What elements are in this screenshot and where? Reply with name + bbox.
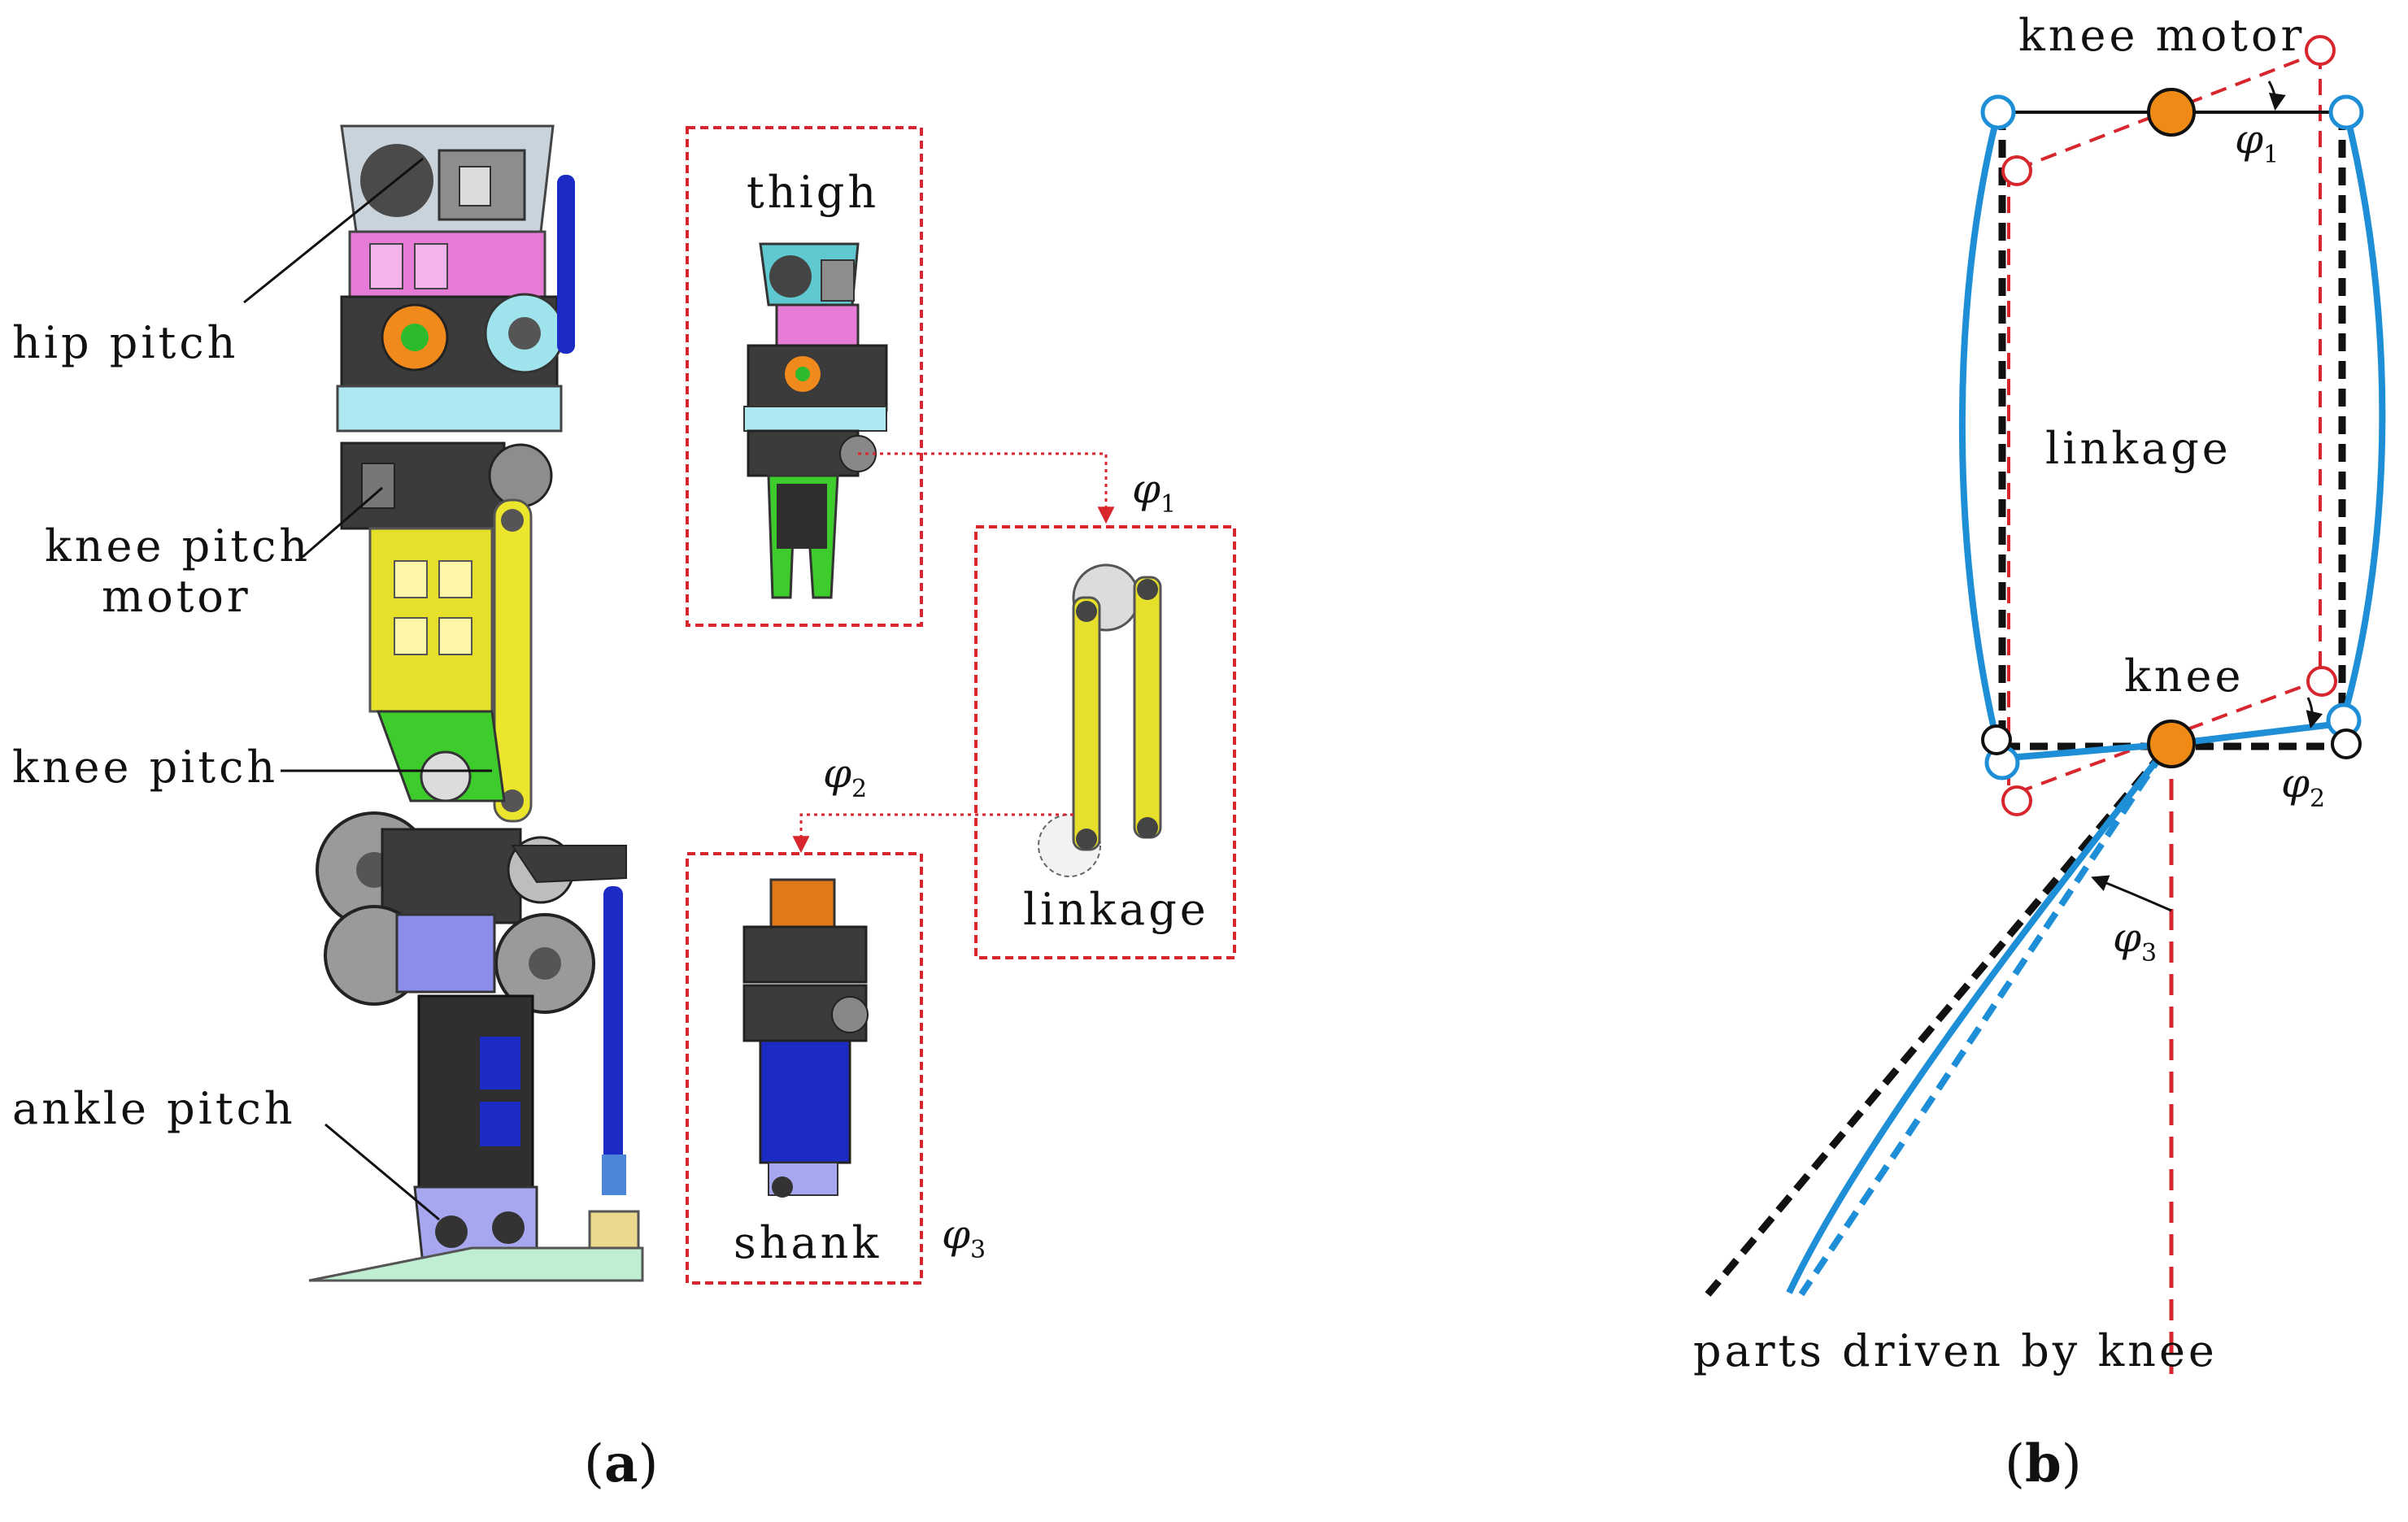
robot-leg-model [308, 124, 644, 1282]
initial-shank-dashed [1705, 750, 2166, 1297]
label-ankle-pitch: ankle pitch [12, 1083, 296, 1134]
driven-shank-blue-dashed [1798, 750, 2166, 1297]
thigh-part-model [743, 242, 888, 599]
shank-part-model [742, 878, 869, 1198]
thigh-box [686, 126, 923, 627]
label-linkage-a: linkage [1023, 884, 1209, 935]
phi3-label-a: φ3 [942, 1211, 986, 1264]
phi1-angle-arrow [2267, 80, 2286, 111]
phi1-label-a: φ1 [1132, 465, 1176, 519]
phi3-label-b: φ3 [2113, 914, 2157, 968]
phi2-angle-arrow [2306, 697, 2323, 729]
panel-b: knee motor linkage knee parts driven by … [1693, 10, 2386, 1494]
knee-joint [2147, 720, 2196, 768]
knee-motor-joint [2147, 88, 2196, 137]
label-knee-pitch-motor-line2: motor [102, 571, 251, 622]
label-hip-pitch: hip pitch [12, 317, 238, 368]
driven-shank-blue [1786, 750, 2166, 1294]
phi2-label-b: φ2 [2281, 759, 2325, 813]
label-linkage-b: linkage [2045, 423, 2232, 474]
linkage-part-model [1038, 563, 1162, 877]
label-knee: knee [2124, 650, 2244, 702]
caption-a: (a) [584, 1433, 658, 1494]
label-knee-motor: knee motor [2018, 10, 2305, 61]
pin-joints-black [1981, 724, 2362, 759]
phi3-angle-arrow [2091, 875, 2172, 912]
linkage-box [974, 525, 1236, 959]
label-thigh: thigh [747, 167, 879, 218]
label-knee-pitch-motor-line1: knee pitch [45, 520, 311, 572]
caption-b: (b) [2005, 1433, 2082, 1494]
pin-joints-red [2001, 35, 2337, 816]
phi2-label-a: φ2 [823, 750, 867, 803]
label-parts-driven-by-knee: parts driven by knee [1693, 1325, 2218, 1376]
label-knee-pitch: knee pitch [12, 741, 278, 793]
shank-box [686, 852, 923, 1285]
panel-a: hip pitch knee pitch motor knee pitch an… [12, 124, 1236, 1494]
label-shank: shank [734, 1217, 882, 1268]
phi1-label-b: φ1 [2235, 115, 2279, 169]
